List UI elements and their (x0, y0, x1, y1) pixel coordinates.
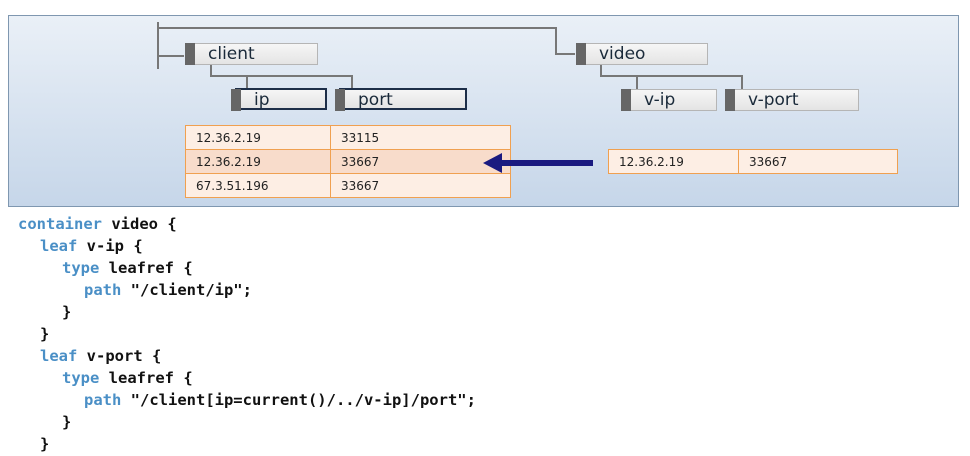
code-keyword: path (84, 281, 122, 299)
port-cell: 33667 (738, 149, 898, 174)
code-keyword: type (62, 369, 100, 387)
code-line: leaf v-port { (18, 345, 476, 367)
node-video: video (576, 43, 708, 65)
node-label: client (208, 44, 255, 64)
code-line: path "/client/ip"; (18, 279, 476, 301)
node-handle-icon (576, 43, 586, 65)
code-line: container video { (18, 213, 476, 235)
node-handle-icon (335, 89, 345, 111)
yang-code-block: container video {leaf v-ip {type leafref… (18, 213, 476, 455)
code-line: } (18, 323, 476, 345)
tree-line (158, 27, 556, 29)
node-port: port (335, 88, 467, 111)
code-line: path "/client[ip=current()/../v-ip]/port… (18, 389, 476, 411)
tree-line (555, 27, 557, 54)
node-handle-icon (621, 89, 631, 111)
code-line: type leafref { (18, 367, 476, 389)
port-cell: 33667 (330, 149, 511, 174)
code-line: } (18, 433, 476, 455)
node-label: ip (254, 90, 270, 110)
tree-line (246, 75, 248, 89)
code-text: video { (102, 215, 177, 233)
code-text: } (40, 435, 50, 453)
code-text: } (62, 413, 72, 431)
tree-line (600, 65, 602, 77)
ip-cell: 12.36.2.19 (608, 149, 739, 174)
tree-line (210, 65, 212, 77)
tree-line (600, 75, 742, 77)
port-cell: 33667 (330, 173, 511, 198)
tree-line (636, 75, 638, 89)
tree-line (158, 55, 184, 57)
code-line: } (18, 411, 476, 433)
tree-line (210, 75, 352, 77)
node-handle-icon (231, 89, 241, 111)
node-label: v-ip (644, 90, 676, 110)
code-keyword: container (18, 215, 102, 233)
node-client: client (185, 43, 318, 65)
code-text: leafref { (99, 259, 193, 277)
code-text: } (40, 325, 50, 343)
reference-arrow-icon (483, 153, 593, 173)
code-keyword: leaf (40, 347, 78, 365)
code-line: type leafref { (18, 257, 476, 279)
code-text: v-ip { (77, 237, 143, 255)
node-handle-icon (725, 89, 735, 111)
code-text: leafref { (99, 369, 193, 387)
node-v-port: v-port (725, 89, 859, 111)
code-line: } (18, 301, 476, 323)
ip-cell: 12.36.2.19 (185, 149, 331, 174)
tree-line (351, 75, 353, 89)
code-text: } (62, 303, 72, 321)
node-handle-icon (185, 43, 195, 65)
ip-cell: 67.3.51.196 (185, 173, 331, 198)
port-cell: 33115 (330, 125, 511, 150)
ip-cell: 12.36.2.19 (185, 125, 331, 150)
node-label: v-port (748, 90, 799, 110)
tree-root-line (157, 22, 159, 69)
tree-line (555, 53, 575, 55)
node-ip: ip (231, 88, 327, 111)
code-keyword: leaf (40, 237, 78, 255)
code-text: v-port { (77, 347, 162, 365)
node-label: port (358, 90, 393, 110)
code-keyword: type (62, 259, 100, 277)
code-text: "/client[ip=current()/../v-ip]/port"; (121, 391, 476, 409)
node-v-ip: v-ip (621, 89, 717, 111)
node-label: video (599, 44, 646, 64)
code-text: "/client/ip"; (121, 281, 252, 299)
code-keyword: path (84, 391, 122, 409)
tree-line (741, 75, 743, 89)
code-line: leaf v-ip { (18, 235, 476, 257)
